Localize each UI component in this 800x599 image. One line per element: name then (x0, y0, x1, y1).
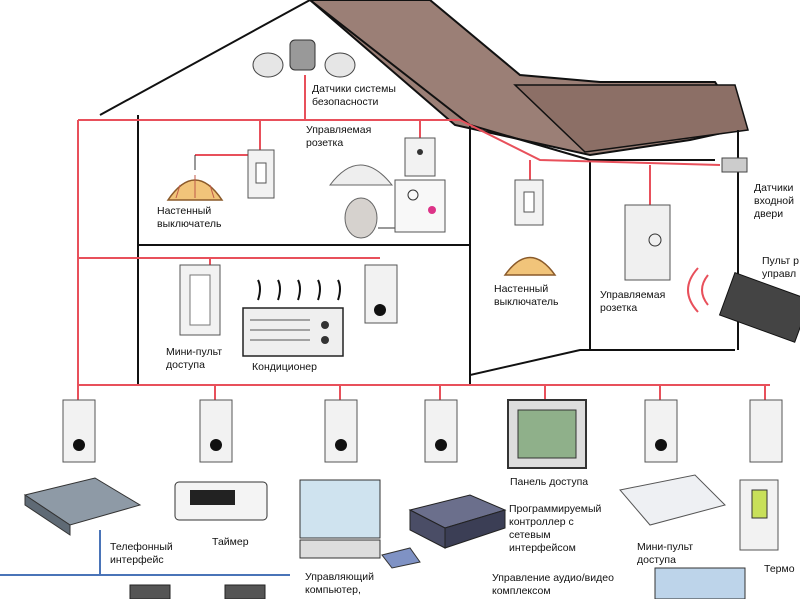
security-sensor-light (252, 39, 356, 78)
remote-control (687, 267, 800, 343)
label-security-sensors: Датчики системы безопасности (312, 83, 396, 108)
mini-access-panel (179, 264, 221, 336)
label-thermostat: Термо (764, 563, 795, 575)
mini-access-panel-2 (619, 474, 726, 526)
air-conditioner-device (242, 279, 344, 357)
label-phone-interface: Телефонный интерфейс (110, 541, 173, 566)
timer-device (174, 481, 268, 521)
managed-outlet-device-2 (624, 204, 671, 281)
label-door-sensors: Датчики входной двери (754, 182, 794, 220)
programmable-controller-device (408, 494, 507, 549)
thermostat-device (739, 479, 779, 551)
bottom-plugs (73, 439, 667, 451)
ceiling-lamp (166, 155, 224, 201)
label-control-computer: Управляющий компьютер, (305, 571, 374, 596)
label-wall-switch-2: Настенный выключатель (494, 283, 559, 308)
label-remote: Пульт р управл (762, 255, 799, 280)
wall-switch (247, 149, 275, 199)
phone-interface-device (23, 477, 142, 536)
label-managed-outlet-2: Управляемая розетка (600, 289, 666, 314)
label-managed-outlet-1: Управляемая розетка (306, 124, 372, 149)
door-sensor (721, 157, 748, 173)
wall-outlet (364, 264, 398, 324)
managed-outlet-device (394, 137, 446, 233)
control-computer-device (299, 479, 421, 569)
roof (308, 0, 749, 157)
wiring (77, 75, 770, 400)
label-controller: Программируемый контроллер с сетевым инт… (509, 503, 602, 554)
label-av-control: Управление аудио/видео комплексом (492, 572, 614, 597)
label-air-conditioner: Кондиционер (252, 361, 317, 373)
label-timer: Таймер (212, 536, 249, 548)
label-wall-switch-1: Настенный выключатель (157, 205, 222, 230)
av-device (654, 567, 746, 599)
bottom-outlets (62, 399, 783, 463)
label-mini-panel-1: Мини-пульт доступа (166, 346, 223, 371)
label-mini-panel-2: Мини-пульт доступа (637, 541, 694, 566)
label-access-panel: Панель доступа (510, 476, 589, 488)
access-panel-device (507, 399, 587, 469)
wall-switch-2 (503, 179, 557, 276)
network-wires (0, 530, 290, 576)
phones (129, 584, 266, 599)
